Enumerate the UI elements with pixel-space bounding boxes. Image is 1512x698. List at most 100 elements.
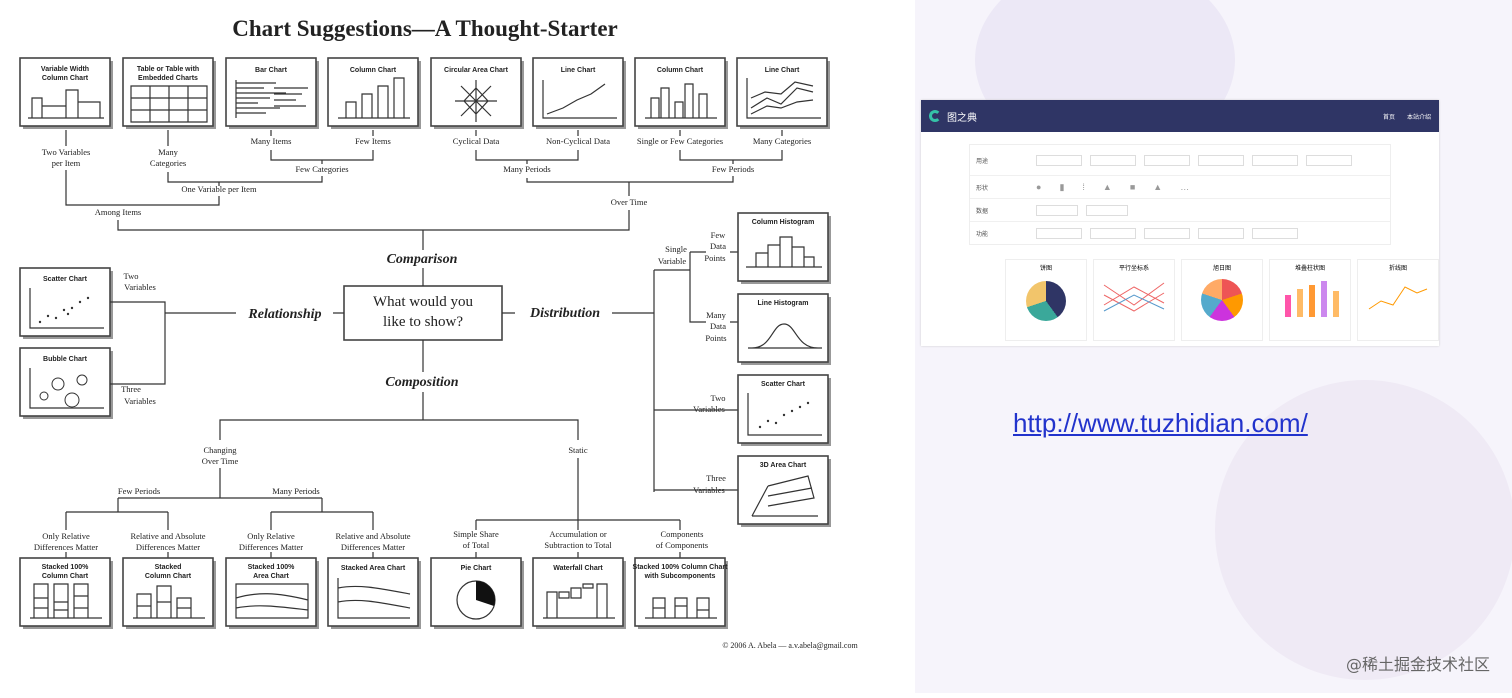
svg-text:Accumulation or: Accumulation or: [549, 529, 607, 539]
svg-text:Bar Chart: Bar Chart: [255, 67, 288, 74]
site-navbar: 图之典 首页 本站介绍: [921, 100, 1439, 132]
chart-box-column-histogram: Column Histogram: [737, 212, 832, 285]
circle-icon: ●: [1036, 181, 1042, 192]
svg-text:Only Relative: Only Relative: [42, 531, 90, 541]
svg-text:Table or Table with: Table or Table with: [137, 66, 199, 73]
pie-thumb: [1026, 281, 1066, 321]
card-stacked[interactable]: 堆叠柱状图: [1269, 259, 1351, 341]
svg-text:Many Periods: Many Periods: [503, 164, 550, 174]
svg-text:Three: Three: [121, 384, 141, 394]
svg-text:Differences Matter: Differences Matter: [341, 542, 405, 552]
parallel-thumb: [1103, 282, 1165, 312]
svg-text:Stacked 100% Column Chart: Stacked 100% Column Chart: [633, 564, 729, 571]
filter-row-shape: 形状: [976, 185, 989, 192]
filter-row-purpose: 用途: [976, 158, 989, 165]
sunburst-thumb: [1201, 279, 1243, 321]
svg-text:Few Periods: Few Periods: [118, 486, 160, 496]
card-parallel[interactable]: 平行坐标系: [1093, 259, 1175, 341]
chart-suggestions-diagram: Chart Suggestions—A Thought-Starter Vari…: [19, 16, 859, 650]
chart-cards: 饼图 平行坐标系 旭日图 堆叠柱状图 折线图: [1005, 259, 1439, 341]
svg-text:Variable: Variable: [658, 256, 687, 266]
svg-text:Categories: Categories: [150, 158, 186, 168]
svg-text:Cyclical Data: Cyclical Data: [453, 136, 500, 146]
filter-row-function: 功能: [976, 231, 989, 238]
svg-text:Many Items: Many Items: [251, 136, 292, 146]
svg-text:Many: Many: [706, 310, 727, 320]
svg-text:Column Chart: Column Chart: [350, 67, 397, 74]
svg-text:Many Periods: Many Periods: [272, 486, 319, 496]
svg-text:Area Chart: Area Chart: [253, 573, 289, 580]
triangle-icon: ▲: [1153, 181, 1163, 192]
svg-text:with Subcomponents: with Subcomponents: [644, 573, 716, 580]
svg-text:Differences Matter: Differences Matter: [239, 542, 303, 552]
tuzhidian-link[interactable]: http://www.tuzhidian.com/: [1013, 408, 1308, 438]
svg-text:of Components: of Components: [656, 540, 708, 550]
chart-box-scatter-dist: Scatter Chart: [737, 374, 832, 447]
svg-text:Three: Three: [706, 473, 726, 483]
svg-text:Composition: Composition: [385, 375, 458, 390]
chart-box-variable-width: Variable Width Column Chart: [19, 57, 114, 130]
svg-text:Only Relative: Only Relative: [247, 531, 295, 541]
svg-text:Line Chart: Line Chart: [561, 67, 596, 74]
svg-text:Scatter Chart: Scatter Chart: [43, 276, 88, 283]
svg-text:Two: Two: [124, 271, 139, 281]
svg-text:Variables: Variables: [124, 396, 156, 406]
svg-text:Column Chart: Column Chart: [145, 573, 192, 580]
svg-text:Line Chart: Line Chart: [765, 67, 800, 74]
svg-text:One Variable per Item: One Variable per Item: [181, 184, 257, 194]
card-pie[interactable]: 饼图: [1005, 259, 1087, 341]
svg-text:like to show?: like to show?: [383, 314, 463, 330]
svg-text:Single or Few Categories: Single or Few Categories: [637, 136, 723, 146]
svg-text:Variable Width: Variable Width: [41, 66, 89, 73]
svg-text:Pie Chart: Pie Chart: [461, 565, 492, 572]
chart-box-column: Column Chart: [327, 57, 422, 130]
svg-text:Few: Few: [711, 230, 727, 240]
tuzhidian-screenshot: 图之典 首页 本站介绍 用途 形状 ●▮⁞▲■▲… 数据 功能: [921, 100, 1439, 346]
svg-text:Waterfall Chart: Waterfall Chart: [553, 565, 603, 572]
svg-text:Few Periods: Few Periods: [712, 164, 754, 174]
card-sunburst[interactable]: 旭日图: [1181, 259, 1263, 341]
svg-text:What would you: What would you: [373, 294, 473, 310]
nav-about[interactable]: 本站介绍: [1406, 114, 1431, 121]
svg-text:Stacked: Stacked: [155, 564, 182, 571]
svg-text:Stacked Area Chart: Stacked Area Chart: [341, 565, 406, 572]
g-logo-icon: [929, 110, 941, 122]
svg-text:Stacked 100%: Stacked 100%: [248, 564, 295, 571]
line-thumb: [1368, 286, 1428, 310]
stacked-thumb: [1285, 281, 1339, 317]
filter-panel: 用途 形状 ●▮⁞▲■▲… 数据 功能: [969, 144, 1391, 245]
svg-text:Column Chart: Column Chart: [42, 573, 89, 580]
svg-text:per Item: per Item: [52, 158, 81, 168]
svg-text:Relationship: Relationship: [247, 307, 321, 322]
bar-icon: ▮: [1059, 181, 1065, 192]
svg-text:Components: Components: [661, 529, 704, 539]
svg-text:Variables: Variables: [124, 282, 156, 292]
area-icon: ▲: [1102, 181, 1112, 192]
svg-text:Two Variables: Two Variables: [42, 147, 91, 157]
chart-box-stacked-area: Stacked Area Chart: [327, 557, 422, 630]
site-logo: 图之典: [947, 112, 977, 124]
svg-text:Differences Matter: Differences Matter: [136, 542, 200, 552]
svg-text:Distribution: Distribution: [529, 306, 600, 321]
chart-box-line-2: Line Chart: [736, 57, 831, 130]
svg-text:Comparison: Comparison: [387, 252, 458, 267]
square-icon: ■: [1129, 181, 1136, 192]
chart-box-bar: Bar Chart: [225, 57, 320, 130]
card-line[interactable]: 折线图: [1357, 259, 1439, 341]
svg-text:Column Chart: Column Chart: [42, 75, 89, 82]
svg-text:Column Chart: Column Chart: [657, 67, 704, 74]
svg-text:Few Categories: Few Categories: [295, 164, 348, 174]
chart-box-column-2: Column Chart: [634, 57, 729, 130]
chart-box-3d-area: 3D Area Chart: [737, 455, 832, 528]
svg-text:Many Categories: Many Categories: [753, 136, 811, 146]
svg-text:Over Time: Over Time: [202, 456, 239, 466]
chart-box-stacked-100-column: Stacked 100% Column Chart: [19, 557, 114, 630]
filter-row-data: 数据: [976, 208, 989, 215]
watermark: @稀土掘金技术社区: [1345, 655, 1490, 674]
svg-text:Many: Many: [158, 147, 179, 157]
nav-home[interactable]: 首页: [1382, 114, 1395, 121]
chart-box-stacked-100-sub: Stacked 100% Column Chart with Subcompon…: [633, 557, 729, 630]
svg-text:Differences Matter: Differences Matter: [34, 542, 98, 552]
chart-box-line-histogram: Line Histogram: [737, 293, 832, 366]
svg-text:Data: Data: [710, 321, 726, 331]
